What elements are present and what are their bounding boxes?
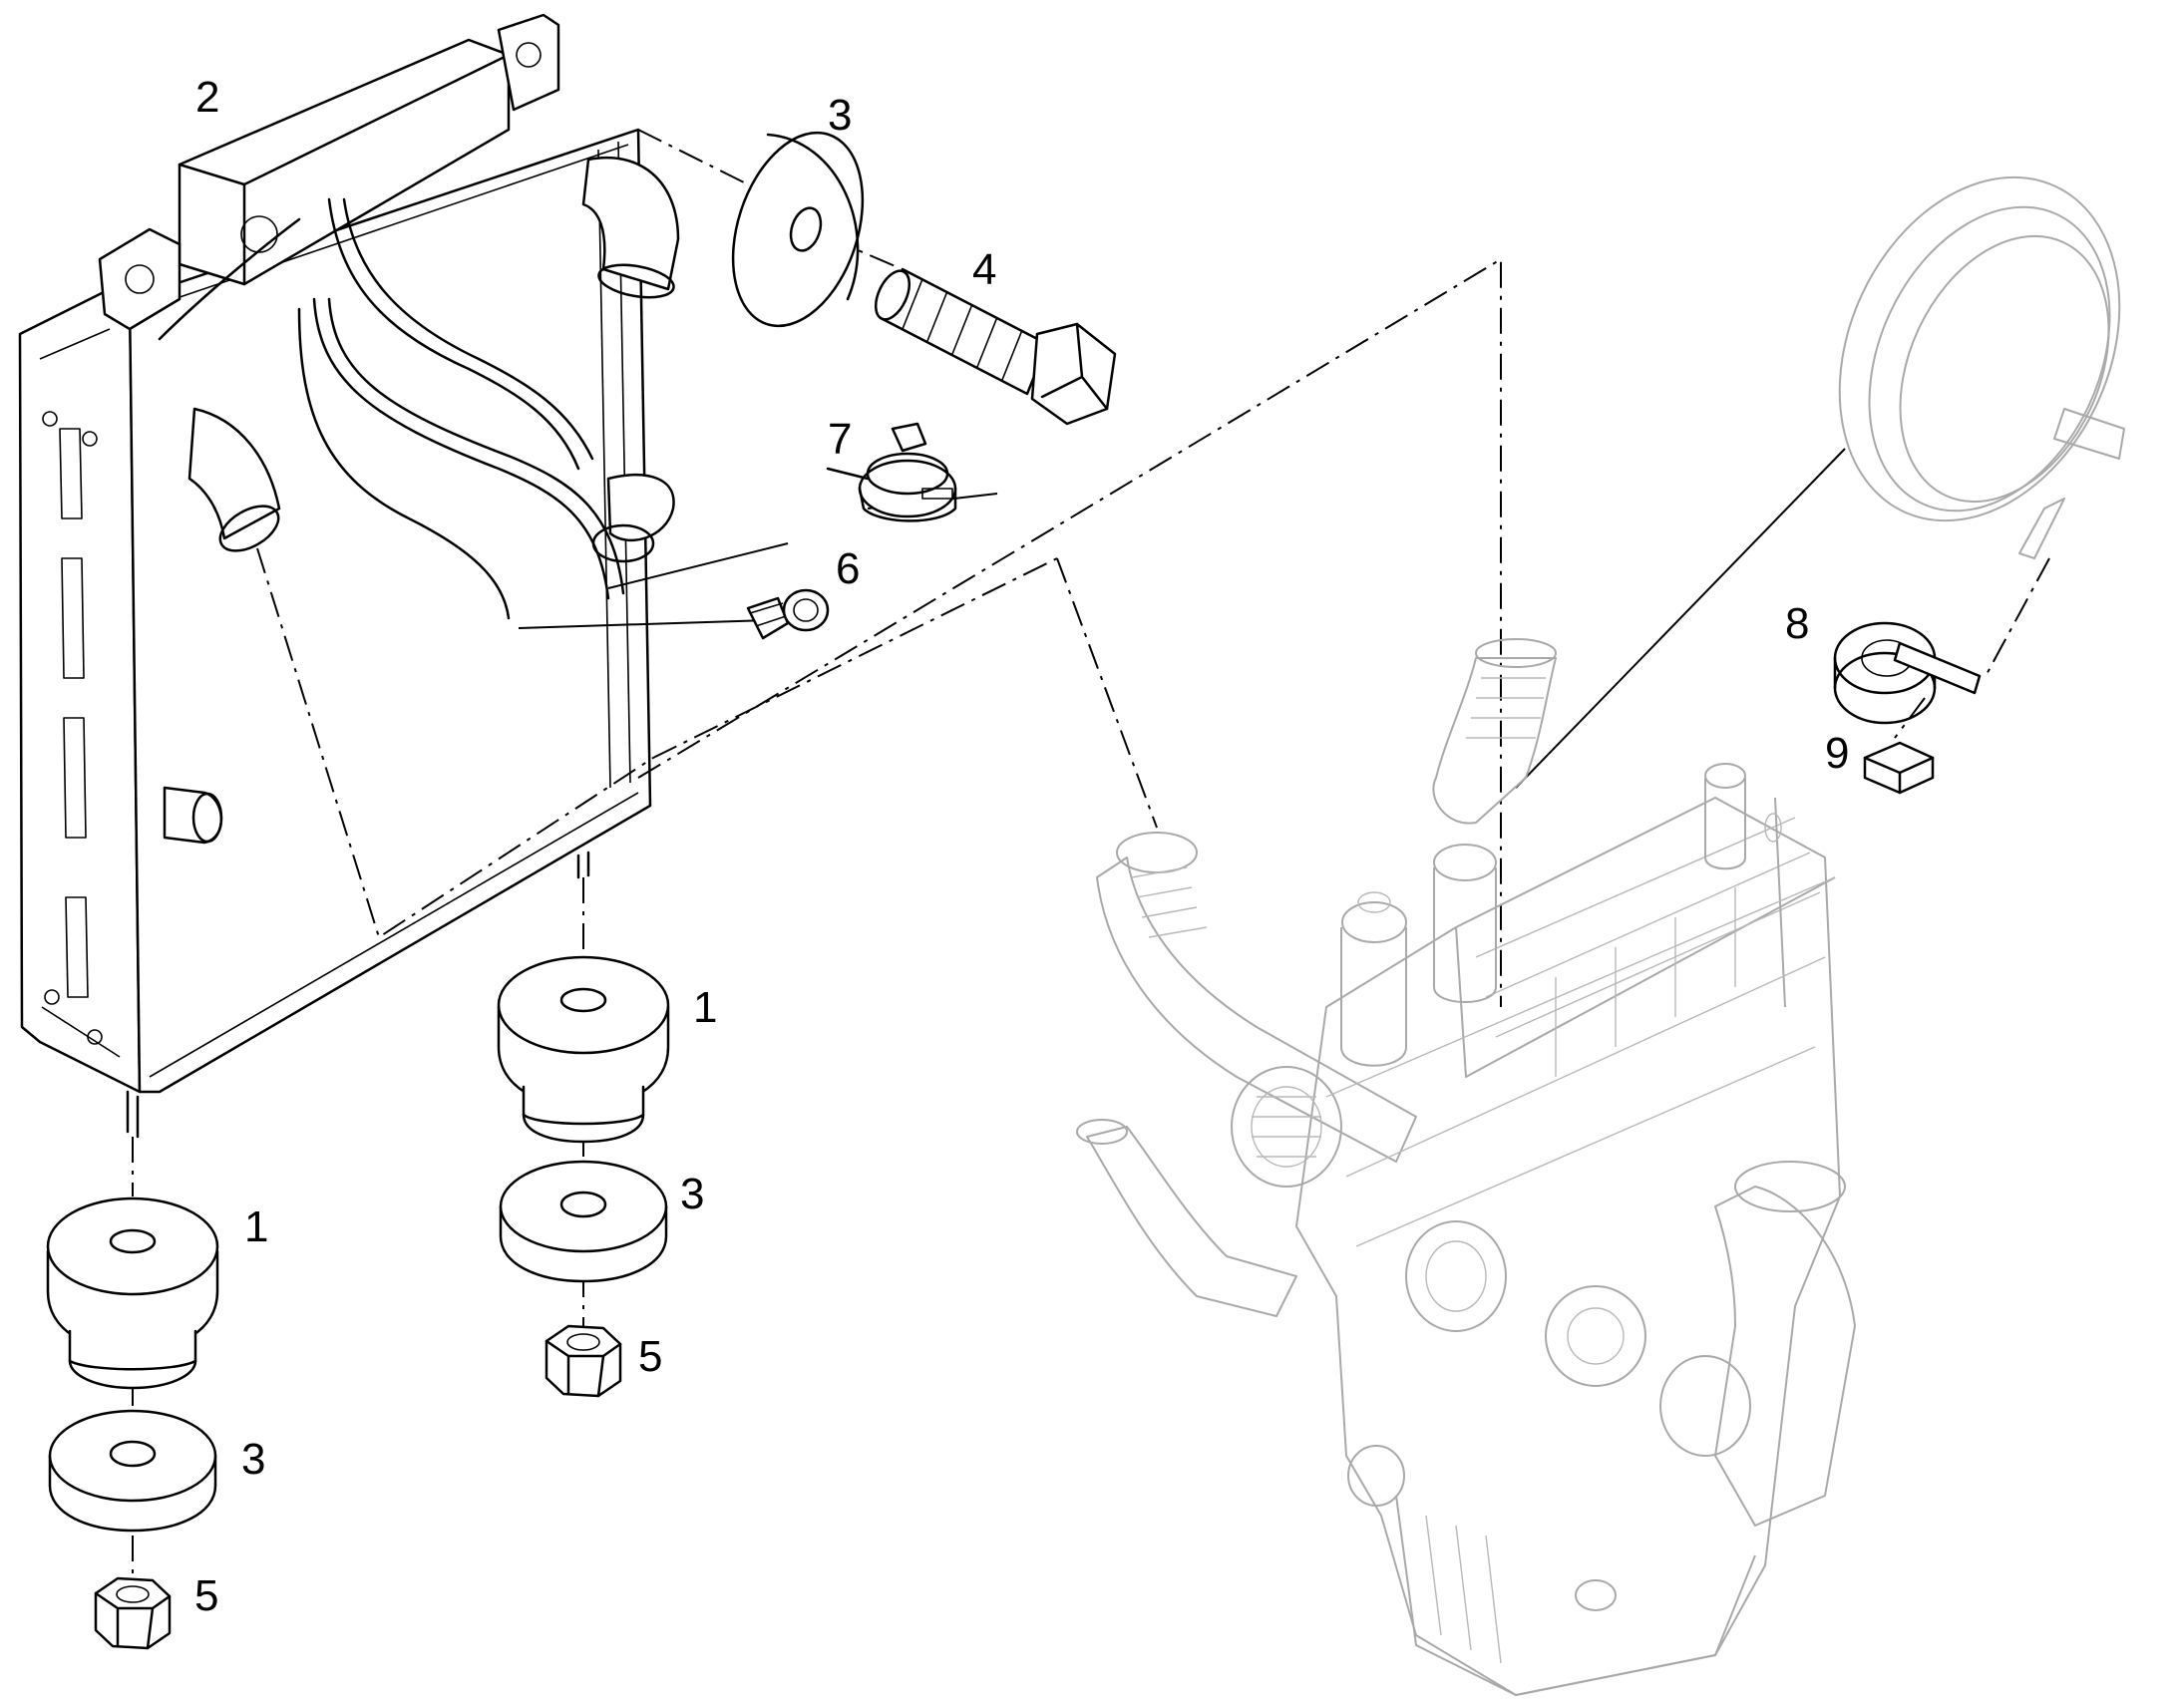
engine-block	[1076, 638, 1856, 1696]
nut-low	[94, 1576, 172, 1650]
callout-5-low: 5	[194, 1571, 218, 1620]
rubber-mount-upper	[497, 955, 670, 1144]
callout-1-lower: 1	[244, 1202, 268, 1251]
callout-5-mid: 5	[638, 1332, 662, 1381]
callout-3-low: 3	[241, 1435, 265, 1484]
washer-low	[48, 1409, 217, 1533]
nut-mid	[545, 1324, 622, 1398]
assembly-lines	[132, 129, 2050, 1580]
hose-clamp	[826, 422, 957, 522]
rubber-mount-lower	[46, 1196, 219, 1390]
callout-labels: 2 3 4 7 6 1 3 5 1 3 5 8 9	[194, 73, 1849, 1620]
callout-3-top: 3	[828, 91, 852, 140]
v-band-clamp	[1838, 175, 2125, 559]
washer-mid	[499, 1160, 668, 1283]
callout-1-upper: 1	[693, 983, 717, 1032]
callout-6: 6	[836, 544, 860, 593]
callout-8: 8	[1785, 599, 1809, 648]
washer-top	[731, 131, 865, 328]
elbow-fitting	[746, 588, 830, 640]
callout-2: 2	[195, 73, 219, 122]
callout-3-mid: 3	[680, 1170, 704, 1218]
radiator-assembly	[18, 13, 680, 1139]
callout-7: 7	[828, 415, 852, 464]
p-clip	[1833, 621, 1982, 795]
callout-4: 4	[972, 245, 996, 294]
bolt	[874, 267, 1117, 426]
callout-9: 9	[1825, 729, 1849, 778]
